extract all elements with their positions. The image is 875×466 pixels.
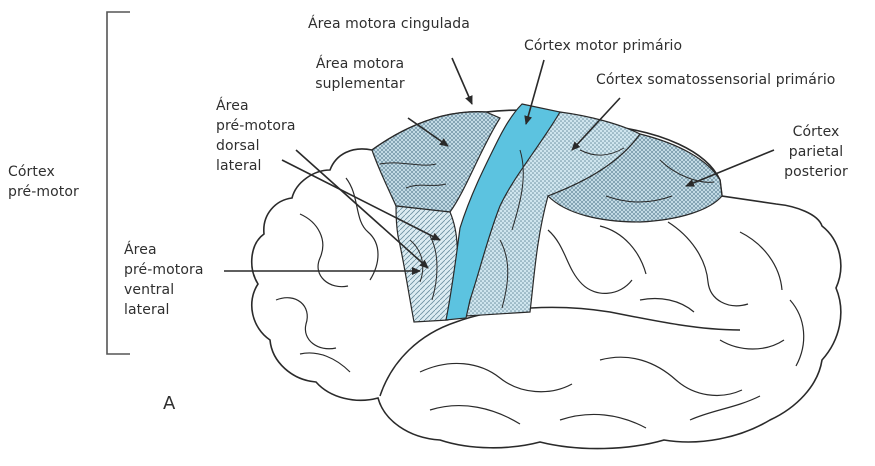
label-ventral-lateral-premotor-area: Área pré-motora ventral lateral — [124, 240, 204, 320]
label-premotor-cortex: Córtex pré-motor — [8, 162, 79, 202]
label-cingulate-motor-area: Área motora cingulada — [308, 14, 470, 34]
label-dorsal-lateral-premotor-area: Área pré-motora dorsal lateral — [216, 96, 296, 176]
label-somatosensory-cortex: Córtex somatossensorial primário — [596, 70, 835, 90]
label-primary-motor-cortex: Córtex motor primário — [524, 36, 682, 56]
label-supplementary-motor-area: Área motora suplementar — [304, 54, 416, 94]
arrow-cingulate — [452, 58, 472, 104]
figure-panel-letter: A — [163, 394, 175, 414]
label-posterior-parietal-cortex: Córtex parietal posterior — [776, 122, 856, 182]
